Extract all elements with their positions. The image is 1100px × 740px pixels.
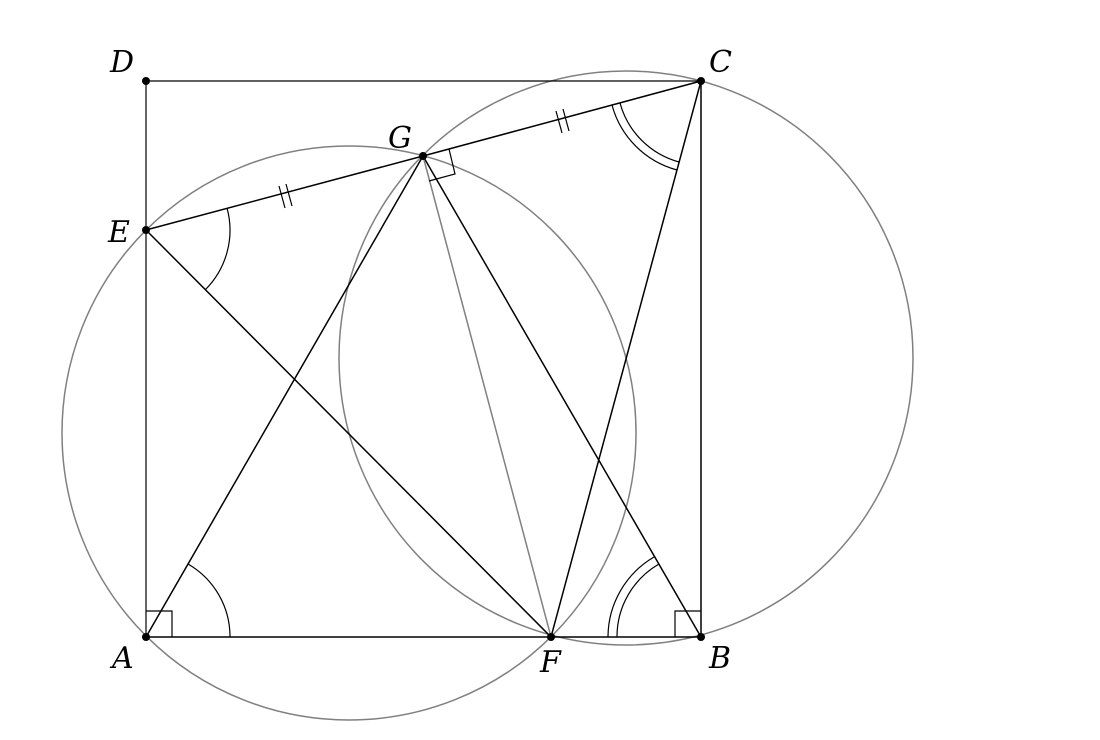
point-d (142, 77, 150, 85)
label-c: C (709, 45, 732, 80)
tick-marks-eg (278, 183, 293, 209)
segment-fc (550, 80, 702, 638)
segment-eg (145, 155, 424, 231)
circle-aegf (61, 145, 637, 721)
angle-arc-a (187, 563, 231, 638)
point-c (697, 77, 705, 85)
right-angle-marker-g (428, 148, 456, 182)
double-angle-arc-c (611, 102, 680, 171)
label-d: D (109, 45, 134, 80)
circle-cgfb (338, 70, 914, 646)
segment-ag (145, 155, 424, 638)
segment-ef (145, 229, 552, 638)
label-a: A (109, 641, 134, 676)
point-g (419, 152, 427, 160)
segment-gf (422, 155, 552, 638)
label-f: F (539, 645, 562, 680)
angle-arc-e (204, 207, 231, 291)
right-angle-marker-b (674, 610, 701, 637)
tick-marks-gc (555, 108, 570, 134)
point-a (142, 633, 150, 641)
segment-gc (422, 80, 702, 157)
point-e (142, 226, 150, 234)
label-b: B (708, 641, 731, 676)
point-f (547, 633, 555, 641)
right-angle-marker-a (146, 610, 173, 637)
segment-gb (422, 155, 702, 638)
label-e: E (107, 215, 130, 250)
point-b (697, 633, 705, 641)
double-angle-arc-b (607, 556, 660, 638)
label-g: G (388, 121, 412, 156)
